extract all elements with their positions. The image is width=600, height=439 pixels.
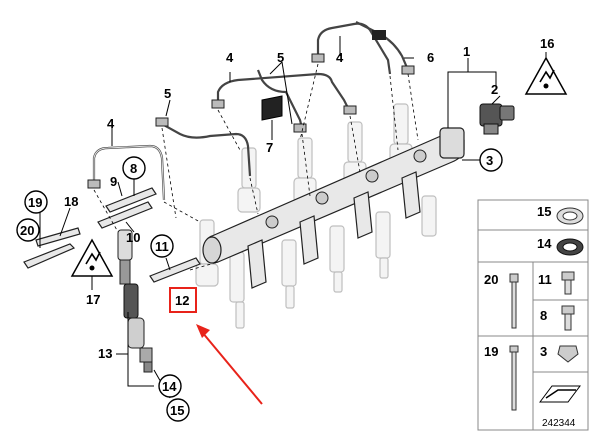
callout-4c: 4 (336, 50, 344, 65)
warning-triangle-icon (70, 238, 114, 277)
highlight-arrow (196, 324, 263, 405)
legend-20: 20 (484, 272, 498, 287)
legend-14: 14 (537, 236, 552, 251)
legend-19: 19 (484, 344, 498, 359)
legend-11: 11 (538, 272, 552, 287)
left-brackets (23, 187, 201, 283)
image-number: 242344 (542, 418, 576, 429)
callout-11: 11 (155, 239, 169, 254)
callout-leaders (39, 36, 547, 399)
callout-5b: 5 (277, 50, 284, 65)
callout-9: 9 (110, 174, 117, 189)
high-pressure-lines (87, 21, 415, 201)
removed-injector (117, 229, 153, 373)
callout-15: 15 (170, 403, 184, 418)
highlight-box (169, 287, 197, 313)
fuel-rail (202, 127, 465, 289)
callout-18: 18 (64, 194, 78, 209)
guide-lines (93, 63, 419, 271)
legend-8: 8 (540, 308, 547, 323)
callout-2: 2 (491, 82, 498, 97)
callout-labels: 1 2 3 16 6 4 5 4 5 7 4 8 9 10 18 19 20 1… (16, 36, 554, 422)
injector-ghosts (195, 103, 437, 329)
legend-3: 3 (540, 344, 547, 359)
callout-8: 8 (130, 161, 137, 176)
callout-3: 3 (486, 153, 493, 168)
warning-triangle-icon (524, 56, 568, 95)
callout-17: 17 (86, 292, 100, 307)
callout-20: 20 (20, 223, 34, 238)
pressure-sensor (479, 103, 515, 135)
callout-14: 14 (162, 379, 177, 394)
callout-6: 6 (427, 50, 434, 65)
callout-4a: 4 (107, 116, 115, 131)
callout-7: 7 (266, 140, 273, 155)
callout-4b: 4 (226, 50, 234, 65)
callout-5a: 5 (164, 86, 171, 101)
callout-12: 12 (175, 293, 189, 308)
legend-15: 15 (537, 204, 551, 219)
callout-10: 10 (126, 230, 140, 245)
parts-legend: 15 14 20 11 8 19 3 242344 (477, 199, 589, 431)
callout-19: 19 (28, 195, 42, 210)
callout-1: 1 (463, 44, 470, 59)
callout-16: 16 (540, 36, 554, 51)
callout-13: 13 (98, 346, 112, 361)
